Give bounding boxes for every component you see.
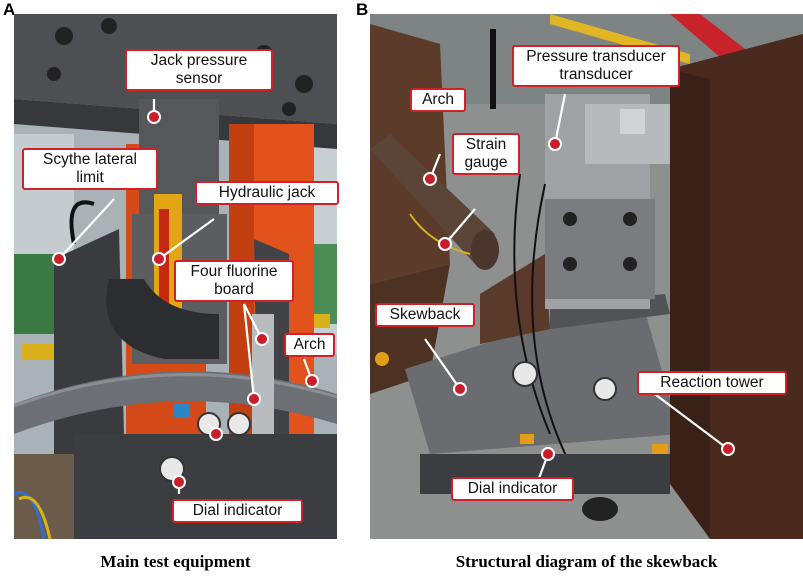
label-pressure-transducer: Pressure transducer transducer <box>512 45 680 87</box>
label-scythe-lateral-limit: Scythe lateral limit <box>22 148 158 190</box>
label-skewback: Skewback <box>375 303 475 327</box>
label-dial-indicator-b: Dial indicator <box>451 477 574 501</box>
label-arch-b: Arch <box>410 88 466 112</box>
panel-a-letter: A <box>3 0 16 19</box>
label-arch-a: Arch <box>284 333 335 357</box>
label-strain-gauge: Strain gauge <box>452 133 520 175</box>
caption-main-test-equipment: Main test equipment <box>100 552 251 571</box>
caption-skewback-structure: Structural diagram of the skewback <box>455 552 718 571</box>
label-reaction-tower: Reaction tower <box>637 371 787 395</box>
label-hydraulic-jack: Hydraulic jack <box>195 181 339 205</box>
label-jack-pressure-sensor: Jack pressure sensor <box>125 49 273 91</box>
panel-b-letter: B <box>356 0 369 19</box>
label-dial-indicator-a: Dial indicator <box>172 499 303 523</box>
label-four-fluorine-board: Four fluorine board <box>174 260 294 302</box>
